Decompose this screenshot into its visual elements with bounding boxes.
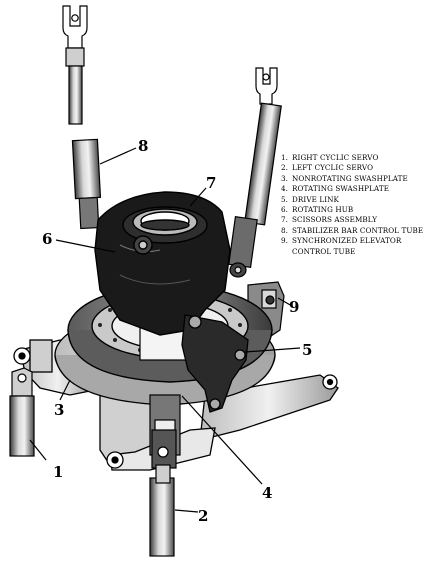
legend-item: 8.STABILIZER BAR CONTROL TUBE (281, 225, 424, 235)
callout-labels: 1 2 3 4 5 6 7 8 9 (42, 137, 312, 525)
callout-5: 5 (302, 341, 312, 359)
stabilizer-bar-control-tube (62, 5, 102, 230)
legend-item: 3.NONROTATING SWASHPLATE (281, 173, 408, 183)
right-cyclic-servo (9, 367, 35, 457)
callout-8: 8 (138, 137, 148, 155)
callout-3: 3 (54, 401, 64, 419)
legend-item: 9.SYNCHRONIZED ELEVATOR CONTROL TUBE (281, 236, 402, 256)
legend-item: 5.DRIVE LINK (281, 194, 340, 204)
scissors-and-drive-link (181, 314, 249, 413)
callout-6: 6 (42, 230, 52, 248)
rotating-hub (94, 191, 231, 336)
legend-item: 2.LEFT CYCLIC SERVO (281, 163, 374, 173)
legend-item: 1.RIGHT CYCLIC SERVO (281, 153, 379, 162)
callout-2: 2 (198, 507, 208, 525)
callout-4: 4 (262, 484, 272, 502)
legend-item: 7.SCISSORS ASSEMBLY (281, 215, 378, 225)
legend-item: 4.ROTATING SWASHPLATE (281, 184, 390, 194)
left-cyclic-servo (149, 429, 177, 557)
callout-9: 9 (289, 298, 299, 316)
legend-item: 6.ROTATING HUB (281, 205, 354, 215)
synchronized-elevator-control-tube (228, 67, 282, 278)
parts-legend: 1.RIGHT CYCLIC SERVO 2.LEFT CYCLIC SERVO… (281, 153, 443, 257)
leader-lines (29, 147, 301, 513)
callout-7: 7 (206, 174, 216, 192)
callout-1: 1 (53, 463, 63, 481)
